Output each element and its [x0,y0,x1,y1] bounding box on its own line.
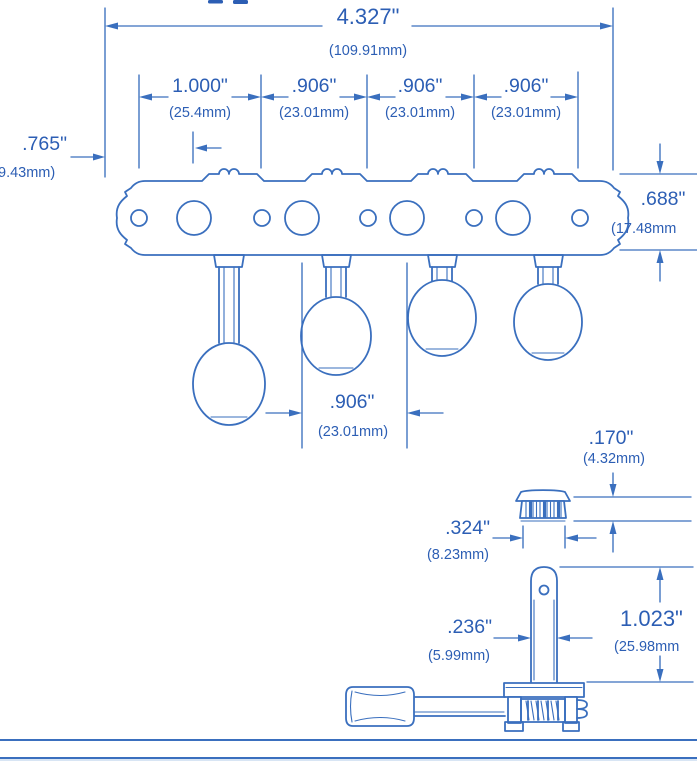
mounting-holes [130,209,589,227]
post-width-inch: .236" [447,616,492,638]
worm-gear [520,698,566,723]
tuning-buttons [192,254,583,426]
worm-gear-housing [504,696,588,732]
plate-height-dimension: .688" (17.48mm [611,143,697,282]
post-body [530,566,558,684]
cap-height-mm: (4.32mm) [583,451,645,467]
spacing1-mm: (25.4mm) [169,105,231,121]
tuning-button-4 [513,254,583,361]
tuning-button-3 [407,254,477,357]
button-spacing-mm: (23.01mm) [318,424,388,440]
plate-height-mm: (17.48mm [611,221,676,237]
side-view-button [345,686,415,727]
string-post-holes [176,200,531,236]
overall-width-inch: 4.327" [337,4,400,29]
post-height-inch: 1.023" [620,606,683,631]
cutoff-text-fragments [208,0,248,4]
post-height-mm: (25.98mm [614,639,679,655]
cap-width-inch: .324" [445,517,490,539]
cap-width-mm: (8.23mm) [427,547,489,563]
post-height-dimension: 1.023" (25.98mm [559,566,694,683]
post-width-dimension: .236" (5.99mm) [428,616,593,664]
left-offset-mm: 9.43mm) [0,165,55,181]
plate-height-inch: .688" [641,188,686,210]
overall-width-dimension: 4.327" (109.91mm) [104,4,614,178]
spacing3-inch: .906" [398,75,443,97]
post-spacing-dimensions: 1.000" (25.4mm) .906" (23.01mm) .906" (2… [138,71,579,169]
plate-left-offset-dimension: .765" 9.43mm) [0,131,222,181]
footer-divider [0,739,697,761]
spacing2-inch: .906" [292,75,337,97]
plate-front-view [115,168,630,256]
cap-rim [515,489,571,502]
cap-detail-view [515,489,571,522]
spacing4-mm: (23.01mm) [491,105,561,121]
gear-end-tab [576,699,588,719]
base-flange [503,682,585,698]
cap-width-dimension: .324" (8.23mm) [427,517,597,563]
worm-gear-teeth [525,700,560,721]
spacing1-inch: 1.000" [172,75,228,97]
button-spacing-dimension: .906" (23.01mm) [265,262,444,449]
tuning-button-2 [300,254,372,376]
spacing3-mm: (23.01mm) [385,105,455,121]
cap-height-dimension: .170" (4.32mm) [573,427,692,553]
button-spacing-inch: .906" [330,391,375,413]
button-shaft [412,696,506,717]
tuning-button-1 [192,254,266,426]
post-side-view [345,566,588,732]
left-offset-inch: .765" [22,133,67,155]
cap-knurling [525,501,562,518]
footer-band [0,758,697,761]
post-width-mm: (5.99mm) [428,648,490,664]
spacing2-mm: (23.01mm) [279,105,349,121]
overall-width-mm: (109.91mm) [329,43,407,59]
cap-height-inch: .170" [589,427,634,449]
spacing4-inch: .906" [504,75,549,97]
string-hole [538,584,550,596]
